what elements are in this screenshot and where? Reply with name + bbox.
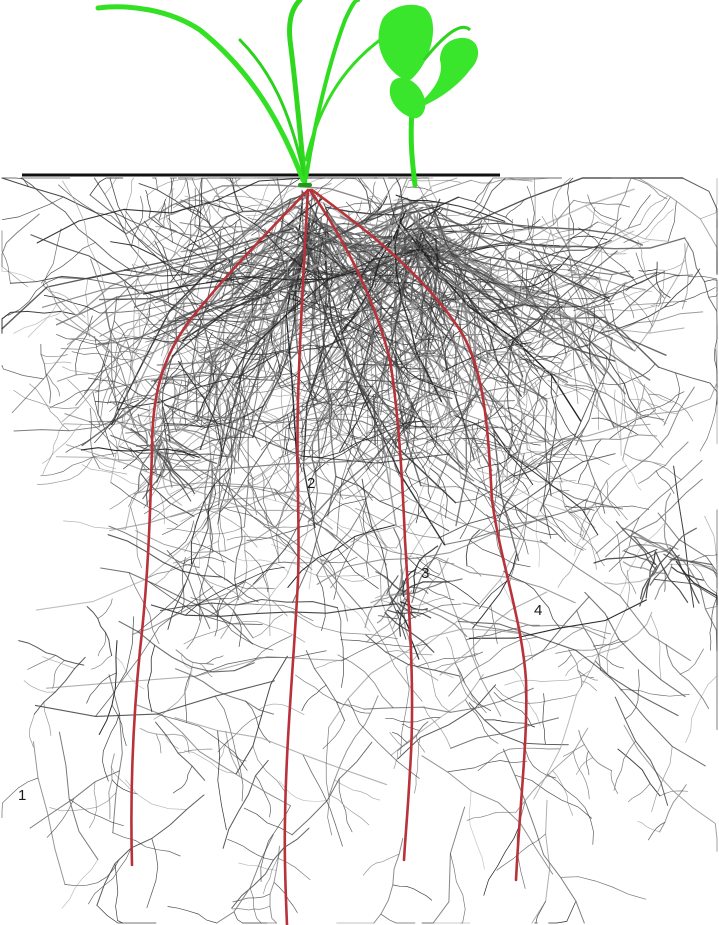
- root-label-3: 3: [421, 565, 429, 582]
- root-label-4: 4: [534, 602, 542, 619]
- root-label-1: 1: [18, 787, 26, 804]
- root-label-2: 2: [307, 475, 315, 492]
